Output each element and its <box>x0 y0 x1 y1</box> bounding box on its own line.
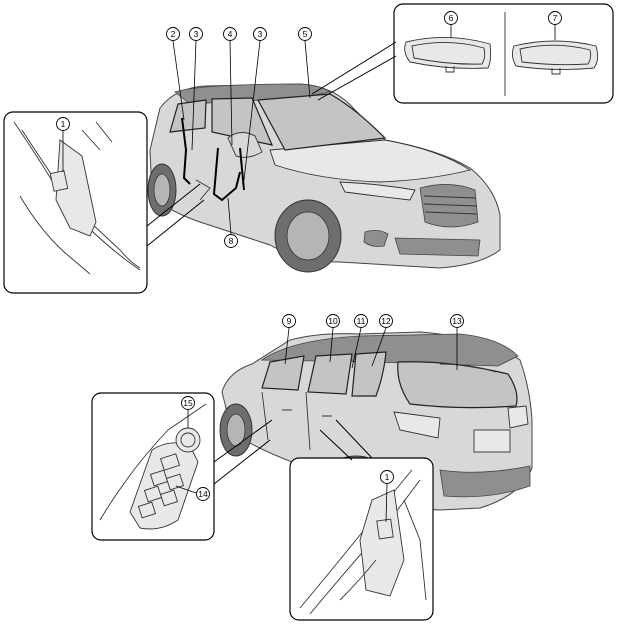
svg-text:5: 5 <box>303 29 308 39</box>
mirror-inset-frame <box>393 3 614 104</box>
front-grille <box>419 184 479 228</box>
callout-5: 5 <box>298 27 312 99</box>
rear-tail-light <box>393 411 441 439</box>
callout-1-top: 1 <box>56 117 70 172</box>
svg-text:2: 2 <box>171 29 176 39</box>
door-inset-top-switch <box>49 170 69 192</box>
svg-text:14: 14 <box>198 489 208 499</box>
svg-text:8: 8 <box>229 236 234 246</box>
svg-text:1: 1 <box>385 472 390 482</box>
door-inset-bottom <box>289 457 434 621</box>
door-inset-bottom-panel <box>359 489 405 597</box>
callout-3-right: 3 <box>243 27 267 181</box>
svg-text:15: 15 <box>183 398 193 408</box>
front-fog-light <box>363 230 389 247</box>
callout-4: 4 <box>223 27 237 146</box>
door-inset-top <box>3 111 148 294</box>
svg-text:12: 12 <box>381 316 391 326</box>
mirror-control-knob <box>175 427 201 453</box>
svg-text:3: 3 <box>258 29 263 39</box>
svg-text:9: 9 <box>287 316 292 326</box>
callout-1-bottom: 1 <box>380 470 394 523</box>
window-switches <box>137 453 185 519</box>
callout-6: 6 <box>444 11 458 38</box>
rear-license-plate <box>473 429 511 453</box>
door-inset-top-panel <box>55 139 97 237</box>
svg-text:11: 11 <box>357 316 366 326</box>
door-sensor-front <box>212 147 241 202</box>
door-inset-top-connector <box>146 183 205 247</box>
front-side-window-front <box>211 97 274 146</box>
rear-side-window-middle <box>307 353 353 395</box>
switch-inset <box>91 392 215 541</box>
svg-text:6: 6 <box>449 13 454 23</box>
svg-text:10: 10 <box>328 316 338 326</box>
front-side-window-rear <box>169 99 207 133</box>
callout-3-left: 3 <box>189 27 203 151</box>
callout-11: 11 <box>351 314 368 369</box>
callout-13: 13 <box>450 314 464 370</box>
rear-side-window-rear <box>351 351 387 397</box>
front-car <box>147 83 501 273</box>
front-hood <box>269 139 472 183</box>
rear-bumper <box>439 465 531 498</box>
callout-10: 10 <box>326 314 340 363</box>
svg-text:3: 3 <box>194 29 199 39</box>
svg-text:4: 4 <box>228 29 233 39</box>
callout-14: 14 <box>175 485 210 501</box>
switch-inset-connector <box>213 419 273 485</box>
door-inset-bottom-switch <box>376 518 394 540</box>
svg-text:7: 7 <box>553 13 558 23</box>
callout-9: 9 <box>282 314 296 365</box>
svg-text:13: 13 <box>452 316 462 326</box>
callout-7: 7 <box>548 11 562 40</box>
front-headlight <box>339 181 416 201</box>
callout-2: 2 <box>166 27 185 121</box>
front-windshield <box>257 93 387 151</box>
mirror-inset-connector <box>311 41 397 101</box>
callout-12: 12 <box>371 314 393 367</box>
rearview-mirror-right <box>511 40 599 71</box>
rear-car <box>219 331 533 511</box>
door-inset-bottom-connector <box>319 419 373 461</box>
callout-8: 8 <box>224 197 238 248</box>
callout-15: 15 <box>181 396 195 428</box>
door-sensor-rear <box>181 117 191 185</box>
svg-text:1: 1 <box>61 119 66 129</box>
rear-side-window-front <box>261 355 305 391</box>
mirror-inset <box>393 3 614 104</box>
